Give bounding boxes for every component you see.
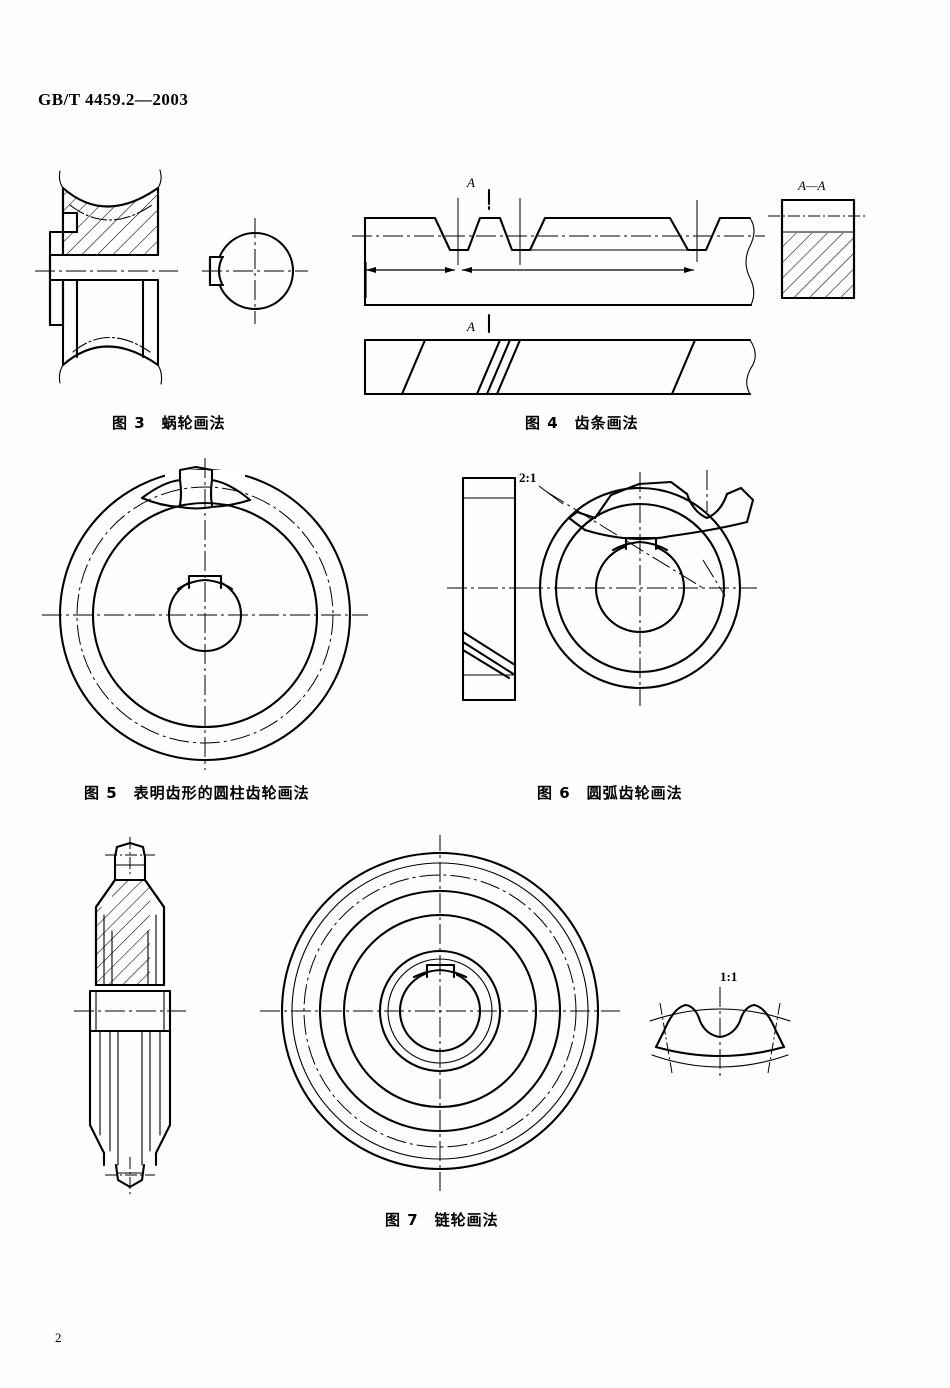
page-number: 2 (55, 1330, 62, 1345)
sprocket-side-view (74, 837, 186, 1197)
worm-end-view (202, 218, 308, 324)
outer-circle (280, 851, 600, 1171)
figure-4-rack: A A (350, 150, 890, 400)
figure-6-caption: 图 6 圆弧齿轮画法 (537, 784, 683, 802)
figure-7-caption: 图 7 链轮画法 (385, 1211, 499, 1229)
figure-4-caption: 图 4 齿条画法 (525, 414, 639, 432)
figure-5-caption: 图 5 表明齿形的圆柱齿轮画法 (84, 784, 310, 802)
section-label-a-bottom: A (466, 319, 475, 334)
figure-6-arc-gear: 2:1 (435, 460, 815, 750)
detail-scale-label: 2:1 (519, 470, 536, 485)
arc-gear-front-view (523, 472, 757, 706)
arc-gear-side-view (447, 476, 531, 702)
section-view-a-a: A—A (768, 178, 868, 300)
arc-gear-tooth-detail: 2:1 (519, 470, 755, 597)
figure-3-worm-gear (30, 135, 330, 405)
worm-hub-body (48, 253, 160, 327)
figure-7-sprocket: 1:1 (60, 835, 880, 1215)
standard-number-header: GB/T 4459.2—2003 (38, 90, 189, 109)
rack-section-mark-top: A (466, 175, 491, 214)
section-label-a-top: A (466, 175, 475, 190)
sprocket-front-view (260, 835, 620, 1191)
section-view-title: A—A (797, 178, 826, 193)
rack-front-view (352, 216, 765, 307)
rack-dimension-lines (365, 262, 694, 298)
rack-top-view (363, 338, 756, 396)
sprocket-tooth-detail: 1:1 (649, 969, 791, 1079)
figure-5-cylindrical-gear (30, 450, 410, 770)
gear-tooth-profile (140, 465, 252, 510)
detail-scale-label: 1:1 (720, 969, 737, 984)
worm-rim-upper-section (48, 186, 160, 257)
rack-section-mark-bottom: A (466, 313, 491, 334)
figure-3-caption: 图 3 蜗轮画法 (112, 414, 226, 432)
rack-tooth-locating-lines (457, 198, 698, 265)
worm-rim-lower (58, 278, 163, 385)
